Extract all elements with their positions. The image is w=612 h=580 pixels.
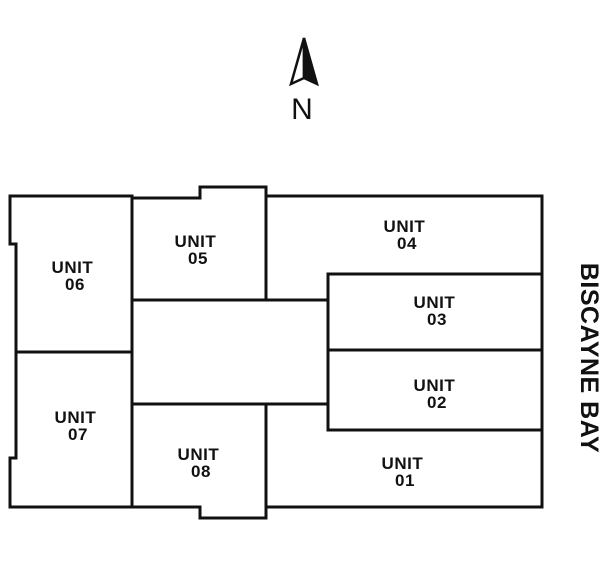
unit-08-label: UNIT 08 [178, 445, 225, 481]
unit-01-label: UNIT 01 [382, 454, 429, 490]
north-arrow-icon [289, 37, 319, 87]
unit-06-label: UNIT 06 [52, 258, 99, 294]
unit-05-label: UNIT 05 [175, 232, 222, 268]
biscayne-bay-label: BISCAYNE BAY [575, 263, 603, 453]
unit-03-label: UNIT 03 [414, 293, 461, 329]
north-label: N [291, 93, 313, 126]
building-outline [8, 185, 544, 520]
interior-walls [14, 194, 544, 509]
unit-07-label: UNIT 07 [55, 408, 102, 444]
unit-02-label: UNIT 02 [414, 376, 461, 412]
unit-04-label: UNIT 04 [384, 217, 431, 253]
